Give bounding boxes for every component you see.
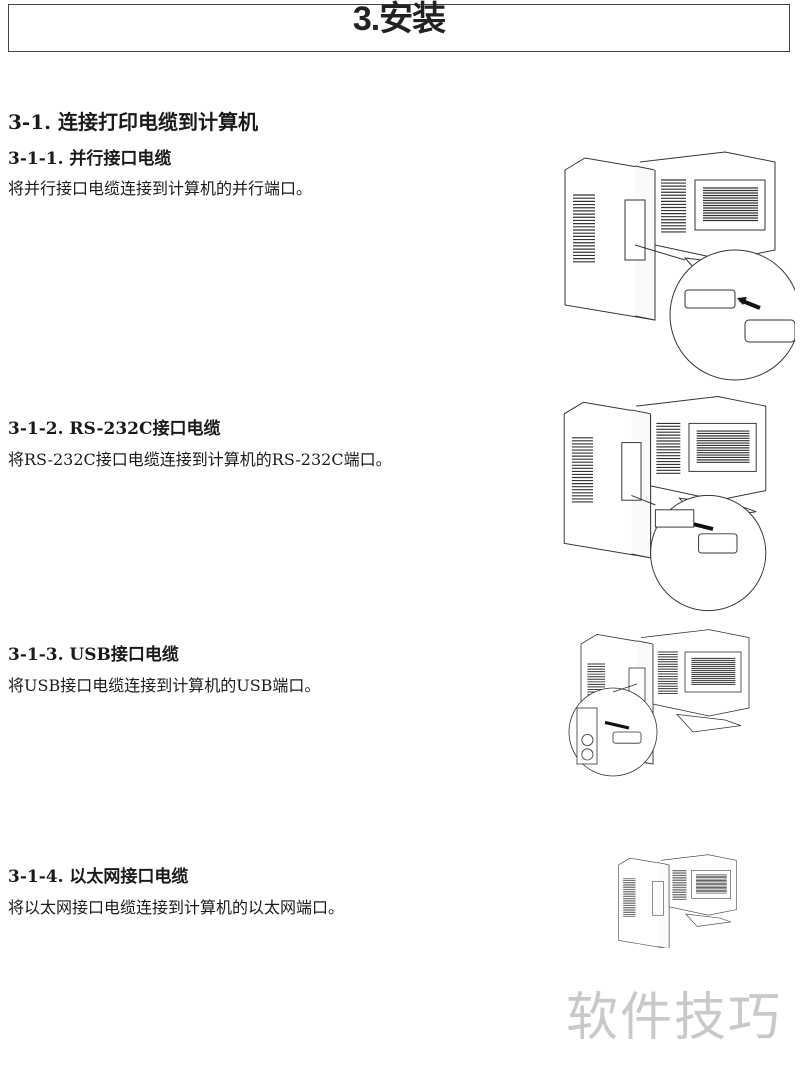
computer-illustration xyxy=(618,854,737,948)
usb-port-illustration xyxy=(535,620,795,824)
subsection-title-ethernet: 3-1-4. 以太网接口电缆 xyxy=(8,867,189,887)
subsection-text-usb: 将USB接口电缆连接到计算机的USB端口。 xyxy=(8,676,321,695)
computer-illustration xyxy=(563,396,767,612)
subsection-title-serial: 3-1-2. RS-232C接口电缆 xyxy=(8,419,221,439)
serial-port-illustration xyxy=(540,385,790,629)
parallel-port-illustration xyxy=(545,140,800,394)
watermark: 软件技巧 xyxy=(566,988,783,1048)
ethernet-port-illustration xyxy=(570,848,785,948)
computer-illustration xyxy=(564,151,800,381)
computer-illustration xyxy=(568,629,750,777)
chapter-title: 3.安装 xyxy=(352,0,446,38)
chapter-title-box: 3.安装 xyxy=(8,1,790,52)
subsection-text-parallel: 将并行接口电缆连接到计算机的并行端口。 xyxy=(8,179,313,198)
subsection-text-ethernet: 将以太网接口电缆连接到计算机的以太网端口。 xyxy=(8,898,345,917)
subsection-text-serial: 将RS-232C接口电缆连接到计算机的RS-232C端口。 xyxy=(8,450,392,469)
section-title: 3-1. 连接打印电缆到计算机 xyxy=(8,110,259,134)
subsection-title-usb: 3-1-3. USB接口电缆 xyxy=(8,645,179,665)
parallel-port xyxy=(684,289,736,309)
subsection-title-parallel: 3-1-1. 并行接口电缆 xyxy=(8,149,172,169)
